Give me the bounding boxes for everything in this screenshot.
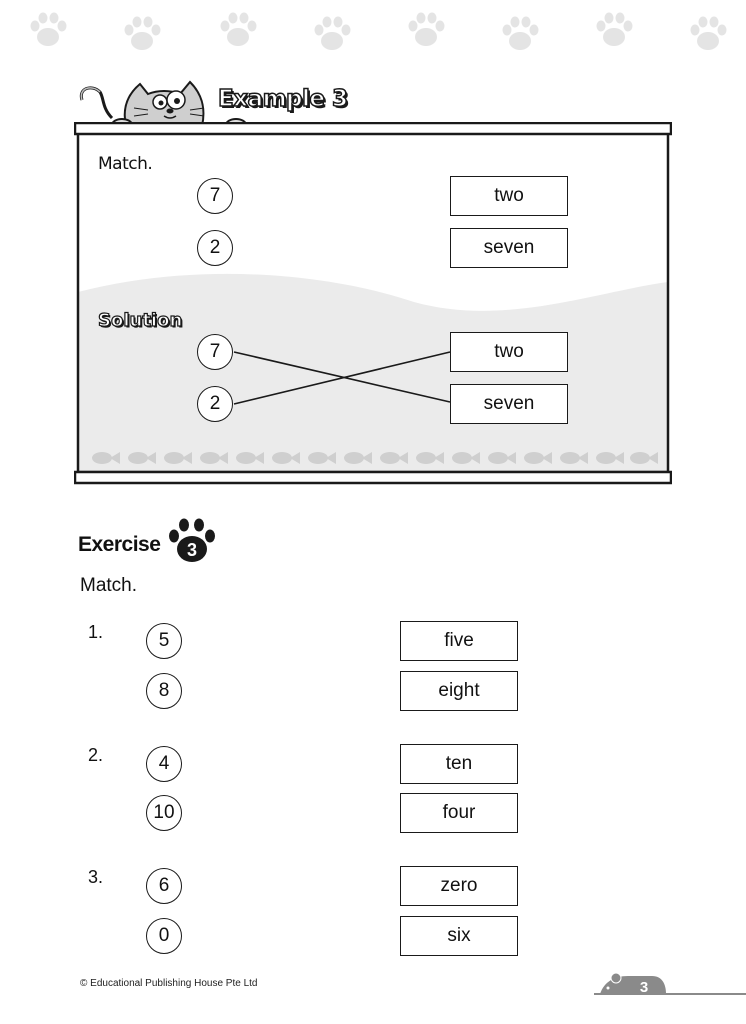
solution-label: Solution — [97, 309, 183, 331]
example-title: Example 3 — [217, 85, 348, 113]
paw-icon — [30, 12, 67, 46]
number-circle: 8 — [146, 673, 182, 709]
exercise-instruction: Match. — [80, 575, 138, 596]
word-box: seven — [450, 228, 568, 268]
paw-icon — [220, 12, 257, 46]
number-circle: 7 — [197, 334, 233, 370]
number-circle: 5 — [146, 623, 182, 659]
word-box: eight — [400, 671, 518, 711]
number-circle: 0 — [146, 918, 182, 954]
word-box: ten — [400, 744, 518, 784]
number-circle: 7 — [197, 178, 233, 214]
number-circle: 6 — [146, 868, 182, 904]
number-circle: 2 — [197, 230, 233, 266]
exercise-number: 3 — [187, 540, 197, 560]
fish-border — [92, 452, 658, 464]
paw-icon — [314, 16, 351, 50]
example-board — [74, 122, 672, 485]
word-box: two — [450, 176, 568, 216]
solution-line-2-two — [233, 351, 451, 405]
paw-icon — [690, 16, 727, 50]
paw-icon — [408, 12, 445, 46]
word-box: four — [400, 793, 518, 833]
word-box: seven — [450, 384, 568, 424]
word-box: two — [450, 332, 568, 372]
number-circle: 4 — [146, 746, 182, 782]
paw-print-border — [30, 12, 727, 50]
question-label: 1. — [88, 622, 104, 642]
word-box: zero — [400, 866, 518, 906]
number-circle: 2 — [197, 386, 233, 422]
paw-icon — [124, 16, 161, 50]
number-circle: 10 — [146, 795, 182, 831]
example-instruction: Match. — [98, 154, 153, 174]
paw-icon — [596, 12, 633, 46]
word-box: five — [400, 621, 518, 661]
paw-icon: 3 — [169, 518, 215, 562]
page-number-badge: 3 — [594, 972, 746, 996]
question-label: 2. — [88, 745, 104, 765]
question-label: 3. — [88, 867, 104, 887]
paw-icon — [502, 16, 539, 50]
page-number: 3 — [640, 979, 648, 996]
exercise-title: Exercise — [78, 533, 161, 556]
word-box: six — [400, 916, 518, 956]
solution-line-7-seven — [233, 351, 451, 403]
copyright-text: © Educational Publishing House Pte Ltd — [80, 978, 258, 989]
